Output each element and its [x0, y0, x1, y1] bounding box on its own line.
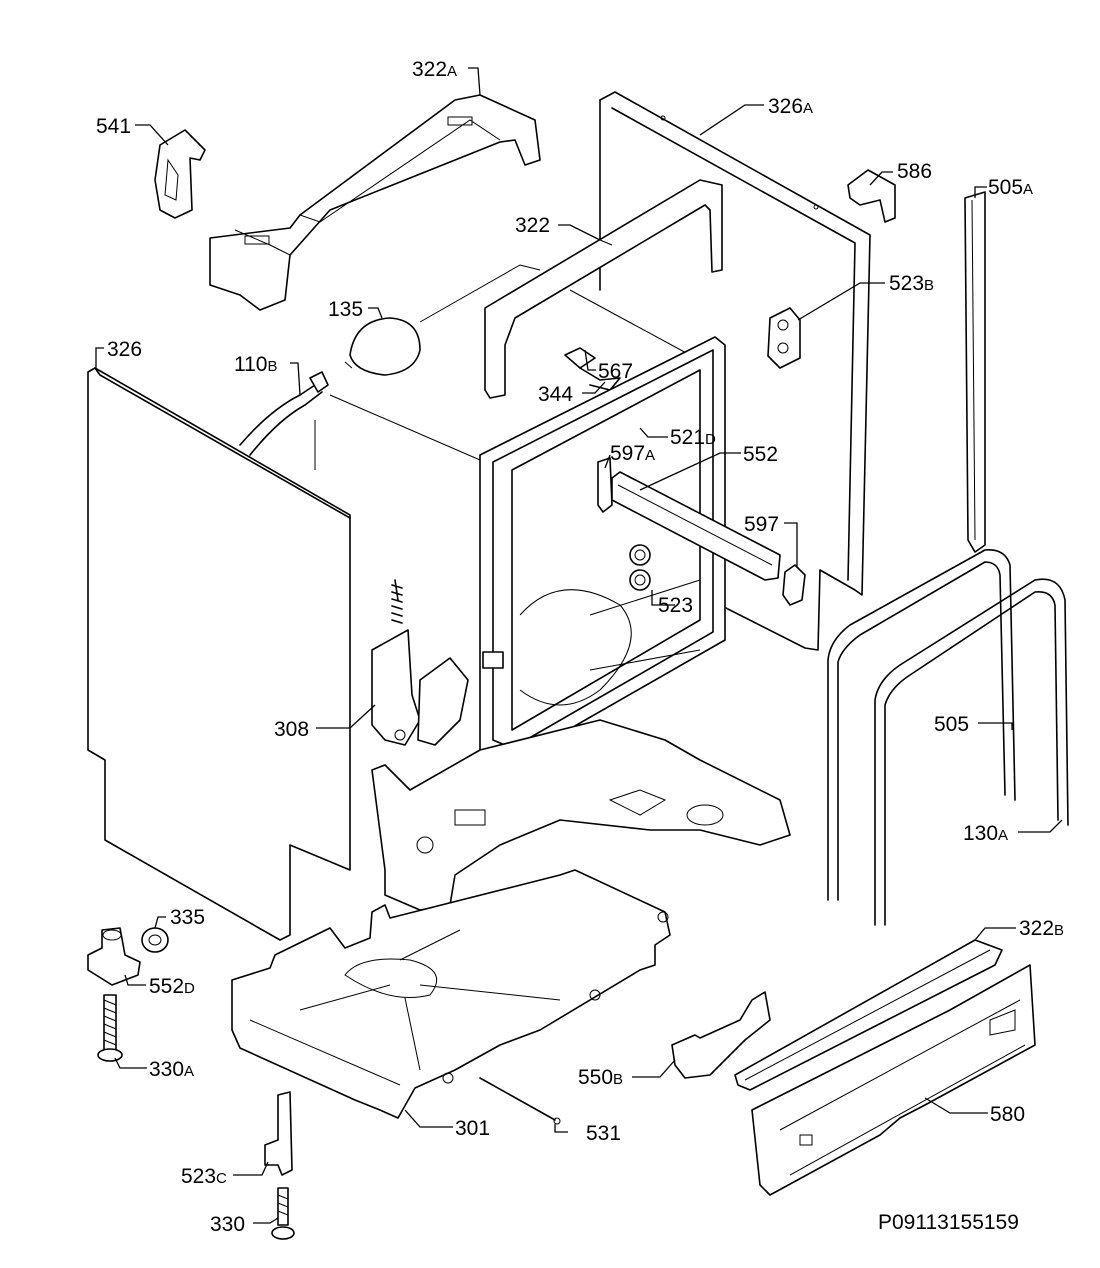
part-597-cap: [782, 564, 806, 606]
part-597a-pin: [597, 457, 613, 513]
callout-326: 326: [107, 338, 142, 361]
part-322-front-frame: [484, 179, 723, 399]
callout-308: 308: [274, 718, 309, 741]
part-330-screw: [271, 1187, 295, 1240]
leader-lines: [95, 67, 1063, 1224]
part-550b-bracket: [671, 991, 771, 1079]
tub-back-outline: [314, 264, 691, 470]
callout-586: 586: [897, 160, 932, 183]
callout-550b: 550B: [578, 1066, 623, 1089]
callout-523: 523: [658, 594, 693, 617]
part-110b-hose: [239, 371, 329, 456]
callout-523b: 523B: [889, 272, 934, 295]
callout-130a: 130A: [963, 822, 1008, 845]
part-301-base-tray: [231, 869, 671, 1119]
callout-326a: 326A: [768, 95, 813, 118]
part-552d-valve: [87, 927, 141, 986]
part-335-gear: [141, 927, 169, 953]
part-135-dome: [344, 317, 421, 376]
part-505a-seal-strip: [964, 191, 986, 553]
callout-523c: 523C: [181, 1165, 227, 1188]
part-308-lock-assembly: [371, 579, 469, 746]
callout-597a: 597A: [610, 442, 655, 465]
callout-521d: 521D: [670, 426, 716, 449]
callout-335: 335: [170, 906, 205, 929]
callout-330a: 330A: [149, 1058, 194, 1081]
callout-531: 531: [586, 1122, 621, 1145]
part-541-clip: [154, 129, 206, 219]
part-580-kick-plate: [751, 964, 1036, 1196]
part-552-rail: [611, 471, 781, 581]
callout-552: 552: [743, 443, 778, 466]
callout-135: 135: [328, 298, 363, 321]
part-586-bracket: [847, 169, 896, 223]
part-326-side-panel: [87, 367, 351, 941]
tub-front-frame: [479, 336, 726, 763]
part-130a-seal: [874, 578, 1069, 926]
callout-301: 301: [455, 1117, 490, 1140]
part-322a-top-bracket: [209, 94, 541, 311]
callout-344: 344: [538, 383, 573, 406]
part-505-door-seal: [827, 548, 1016, 901]
callout-552d: 552D: [149, 975, 195, 998]
part-523c-clip: [264, 1091, 293, 1176]
callout-567: 567: [598, 360, 633, 383]
callout-541: 541: [96, 115, 131, 138]
callout-580: 580: [990, 1103, 1025, 1126]
callout-322: 322: [515, 214, 550, 237]
document-reference: P09113155159: [878, 1211, 1019, 1234]
part-523b-grommet: [767, 307, 801, 369]
callout-505a: 505A: [988, 176, 1033, 199]
callout-505: 505: [934, 713, 969, 736]
part-531-rod: [479, 1077, 561, 1125]
part-523-grommets: [629, 544, 651, 591]
callout-110b: 110B: [234, 353, 278, 376]
callout-597: 597: [744, 513, 779, 536]
callout-322a: 322A: [412, 58, 457, 81]
callout-322b: 322B: [1019, 917, 1064, 940]
callout-330: 330: [210, 1213, 245, 1236]
part-330a-screw: [97, 994, 123, 1062]
